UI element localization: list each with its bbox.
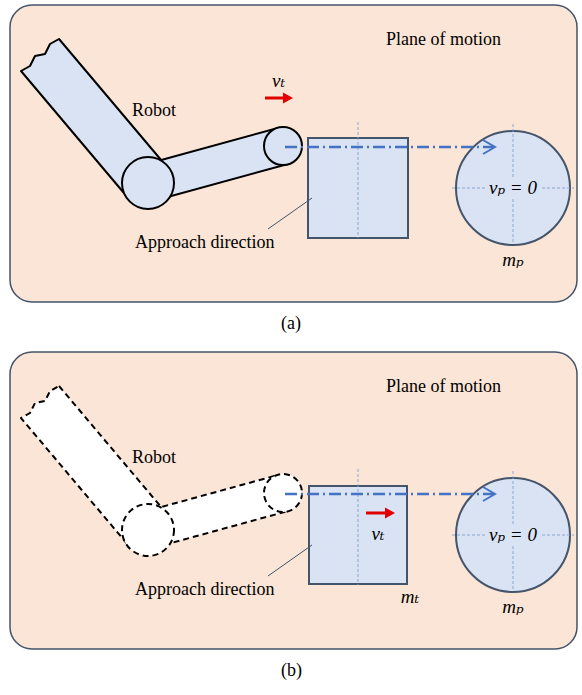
approach-label: Approach direction bbox=[135, 232, 274, 253]
mass-circle: vₚ = 0mₚ bbox=[455, 130, 571, 246]
subfigure-label: (b) bbox=[281, 660, 302, 681]
robot-arm-ghost bbox=[21, 386, 302, 556]
circle-shape bbox=[456, 478, 570, 592]
robot-label: Robot bbox=[132, 447, 176, 468]
velocity-label: vₜ bbox=[272, 70, 285, 92]
robot-arm bbox=[21, 39, 302, 209]
mass-circle: vₚ = 0mₚ bbox=[455, 477, 571, 593]
velocity-arrow bbox=[265, 93, 395, 519]
panel-ground bbox=[10, 352, 577, 649]
subfigure-label: (a) bbox=[281, 313, 301, 334]
tool-block: vₜmₜ bbox=[308, 485, 408, 585]
panel-heading: Plane of motion bbox=[386, 376, 501, 397]
velocity-label: vₚ = 0 bbox=[486, 524, 540, 546]
mass-label: mₚ bbox=[502, 596, 523, 618]
robot-label: Robot bbox=[132, 100, 176, 121]
motion-plane-panel: Plane of motionvₜmₜvₚ = 0mₚ bbox=[10, 352, 577, 649]
center-lines bbox=[358, 122, 574, 591]
mass-label: mₜ bbox=[401, 586, 419, 608]
velocity-label: vₚ = 0 bbox=[486, 177, 540, 199]
motion-plane-panel: Plane of motionvₚ = 0mₚ bbox=[10, 5, 577, 302]
leader-line bbox=[268, 198, 312, 576]
velocity-label: vₜ bbox=[371, 523, 384, 545]
circle-shape bbox=[456, 131, 570, 245]
approach-line bbox=[285, 140, 495, 501]
panel-ground bbox=[10, 5, 577, 302]
mass-label: mₚ bbox=[502, 249, 523, 271]
target-block bbox=[308, 138, 408, 238]
panel-heading: Plane of motion bbox=[386, 29, 501, 50]
approach-label: Approach direction bbox=[135, 579, 274, 600]
